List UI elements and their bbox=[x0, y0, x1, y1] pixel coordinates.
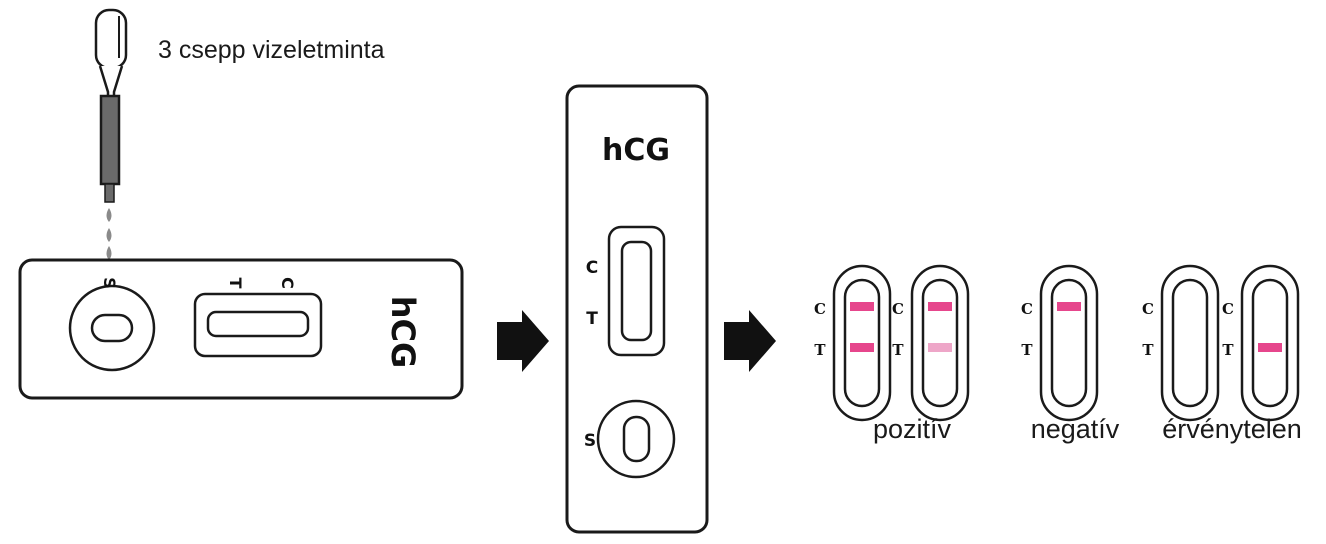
cassette-vertical: hCG C T S bbox=[565, 84, 709, 534]
test-band bbox=[928, 343, 952, 352]
test-marker: T bbox=[892, 341, 904, 359]
control-marker: C bbox=[892, 300, 904, 318]
instruction-text: 3 csepp vizeletminta bbox=[158, 36, 385, 64]
negative-label: negatív bbox=[1031, 414, 1120, 444]
sample-label-vertical: S bbox=[584, 431, 596, 451]
sample-well-vertical bbox=[596, 399, 676, 479]
control-marker: C bbox=[1142, 300, 1154, 318]
test-marker: T bbox=[1142, 341, 1154, 359]
control-band bbox=[850, 302, 874, 311]
result-window-invalid: CT bbox=[1222, 264, 1300, 422]
positive-label: pozitív bbox=[873, 414, 952, 444]
urine-drops bbox=[106, 208, 112, 260]
control-label-horizontal: C bbox=[278, 277, 297, 289]
result-window-positive: CT bbox=[892, 264, 970, 422]
cassette-horizontal: S T C hCG bbox=[18, 258, 464, 400]
result-window-invalid: CT bbox=[1142, 264, 1220, 422]
test-band bbox=[1258, 343, 1282, 352]
brand-label-horizontal: hCG bbox=[384, 296, 422, 369]
sample-well bbox=[68, 284, 156, 372]
result-window-negative: CT bbox=[1021, 264, 1099, 422]
test-marker: T bbox=[1222, 341, 1234, 359]
result-window-vertical bbox=[607, 225, 666, 357]
control-marker: C bbox=[1021, 300, 1033, 318]
result-window-positive: CT bbox=[814, 264, 892, 422]
dropper-icon bbox=[94, 8, 128, 203]
test-marker: T bbox=[814, 341, 826, 359]
test-label-horizontal: T bbox=[226, 278, 245, 289]
control-band bbox=[928, 302, 952, 311]
result-window-horizontal bbox=[193, 292, 323, 358]
control-marker: C bbox=[814, 300, 826, 318]
test-band bbox=[850, 343, 874, 352]
arrow-right-icon bbox=[497, 310, 549, 372]
control-label-vertical: C bbox=[586, 258, 598, 278]
brand-label-vertical: hCG bbox=[602, 133, 670, 168]
control-band bbox=[1057, 302, 1081, 311]
sample-label-horizontal: S bbox=[100, 277, 119, 289]
invalid-label: érvénytelen bbox=[1162, 414, 1302, 444]
control-marker: C bbox=[1222, 300, 1234, 318]
test-label-vertical: T bbox=[586, 309, 598, 329]
test-marker: T bbox=[1021, 341, 1033, 359]
arrow-right-icon bbox=[724, 310, 776, 372]
